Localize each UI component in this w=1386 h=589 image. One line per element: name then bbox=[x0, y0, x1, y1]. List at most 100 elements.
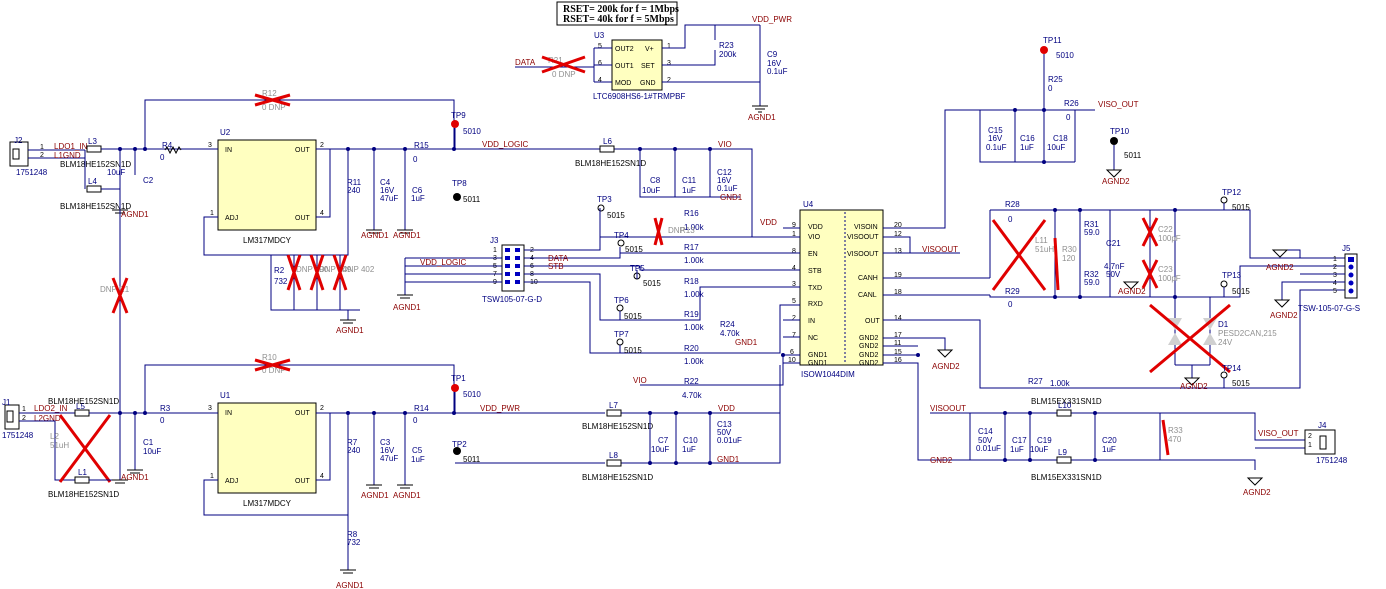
net-vio-r22: VIO bbox=[633, 376, 647, 385]
c21-val1: 4.7nF bbox=[1104, 262, 1125, 271]
c10-val: 1uF bbox=[682, 445, 696, 454]
c10-ref: C10 bbox=[683, 436, 698, 445]
net-vdd-pwr-bottom: VDD_PWR bbox=[480, 404, 520, 413]
u1-num-out: 2 bbox=[320, 405, 324, 412]
tp9-part: 5010 bbox=[463, 127, 481, 136]
tp8-ref: TP8 bbox=[452, 179, 467, 188]
j2-pin2: 2 bbox=[40, 152, 44, 159]
net-vdd-logic-j3: VDD_LOGIC bbox=[420, 258, 466, 267]
tp11-ref: TP11 bbox=[1043, 36, 1062, 45]
r7-val: 240 bbox=[347, 446, 361, 455]
j1-pin2: 2 bbox=[22, 415, 26, 422]
l2-ref: L2 bbox=[50, 432, 59, 441]
u3-num-5: 5 bbox=[598, 43, 602, 50]
r33-dnp-mark bbox=[1161, 419, 1170, 456]
tp7-ref: TP7 bbox=[614, 330, 629, 339]
r15-val: 0 bbox=[413, 155, 418, 164]
c19-ref: C19 bbox=[1037, 436, 1052, 445]
u2-pin-adj: ADJ bbox=[225, 215, 238, 222]
c12-ref: C12 bbox=[717, 168, 732, 177]
tp1-tp2-testpoints: TP1 5010 TP2 5011 bbox=[451, 374, 481, 464]
u4-isolator: U4 ISOW1044DIM VDD VIO EN STB TXD RXD IN… bbox=[781, 109, 1345, 461]
r33-val: 470 bbox=[1168, 435, 1182, 444]
u2-ref: U2 bbox=[220, 128, 231, 137]
r32-val: 59.0 bbox=[1084, 278, 1100, 287]
tp10-part: 5011 bbox=[1124, 151, 1142, 160]
c12-val2: 0.1uF bbox=[717, 184, 738, 193]
r14-val: 0 bbox=[413, 416, 418, 425]
tp9-testpoint: TP9 5010 bbox=[451, 111, 481, 149]
c18-ref: C18 bbox=[1053, 134, 1068, 143]
agnd2-j5b: AGND2 bbox=[1270, 311, 1298, 320]
tp12-ref: TP12 bbox=[1222, 188, 1242, 197]
l5-ref: L5 bbox=[76, 402, 85, 411]
u2-num-out: 2 bbox=[320, 142, 324, 149]
c1-ref: C1 bbox=[143, 438, 154, 447]
visoout-filter: VISOOUT GND2 L10 BLM15EX331SN1D L9 BLM15… bbox=[930, 397, 1348, 497]
c17-val: 1uF bbox=[1010, 445, 1024, 454]
l9-ref: L9 bbox=[1058, 448, 1067, 457]
r18-val: 1.00k bbox=[684, 290, 705, 299]
j1-connector: J1 1751248 1 2 LDO2_IN L2GND bbox=[2, 398, 75, 481]
tp6-part: 5015 bbox=[624, 312, 642, 321]
u4-num-10: 10 bbox=[788, 357, 796, 364]
net-l2gnd: L2GND bbox=[34, 414, 61, 423]
tp12-14-testpoints: TP12 5015 TP13 5015 TP14 5015 R27 1.00k bbox=[1028, 188, 1250, 388]
r30-val: 120 bbox=[1062, 254, 1076, 263]
u4-pin-gnd2b: GND2 bbox=[859, 343, 879, 350]
u4-num-6: 6 bbox=[790, 349, 794, 356]
u4-pin-rxd: RXD bbox=[808, 301, 823, 308]
tp8-part: 5011 bbox=[463, 195, 481, 204]
tp5-part: 5015 bbox=[643, 279, 661, 288]
u3-num-1: 1 bbox=[667, 43, 671, 50]
j5-pin2: 2 bbox=[1333, 264, 1337, 271]
c22-ref: C22 bbox=[1158, 225, 1173, 234]
r20-val: 1.00k bbox=[684, 357, 705, 366]
agnd1-c3: AGND1 bbox=[361, 491, 389, 500]
j5-ref: J5 bbox=[1342, 244, 1351, 253]
net-visoout-bottom: VISOOUT bbox=[930, 404, 966, 413]
tp6-ref: TP6 bbox=[614, 296, 629, 305]
u4-pin-canh: CANH bbox=[858, 275, 878, 282]
u2-output-caps: R11 240 C4 16V 47uF C6 1uF AGND1 AGND1 R… bbox=[346, 141, 456, 240]
c6-val: 1uF bbox=[411, 194, 425, 203]
c11-val: 1uF bbox=[682, 186, 696, 195]
c21-val2: 50V bbox=[1106, 270, 1121, 279]
u4-pin-gnd1b: GND1 bbox=[808, 360, 828, 367]
u4-num-15: 15 bbox=[894, 349, 902, 356]
u4-num-19: 19 bbox=[894, 272, 902, 279]
c2-ref: C2 bbox=[143, 176, 154, 185]
j5-connector: J5 TSW-105-07-G-S 1 2 3 4 5 AGND2 AGND2 bbox=[1266, 244, 1360, 320]
r28-val: 0 bbox=[1008, 215, 1013, 224]
c1-val: 10uF bbox=[143, 447, 161, 456]
c21-ref: C21 bbox=[1106, 239, 1121, 248]
u1-ldo: U1 LM317MDCY IN OUT ADJ OUT 3 2 1 4 R7 2… bbox=[203, 391, 456, 589]
u4-num-5: 5 bbox=[792, 298, 796, 305]
l5-part: BLM18HE152SN1D bbox=[48, 397, 119, 406]
c7-val: 10uF bbox=[651, 445, 669, 454]
u4-pin-vdd: VDD bbox=[808, 224, 823, 231]
r12-ref: R12 bbox=[262, 89, 277, 98]
j1-ref: J1 bbox=[2, 398, 11, 407]
c16-val: 1uF bbox=[1020, 143, 1034, 152]
c14-val1: 50V bbox=[978, 436, 993, 445]
u1-pin-in: IN bbox=[225, 410, 232, 417]
l6-ref: L6 bbox=[603, 137, 612, 146]
u3-ref: U3 bbox=[594, 31, 605, 40]
tp10-ref: TP10 bbox=[1110, 127, 1130, 136]
l1-ref: L1 bbox=[78, 468, 87, 477]
c22-val: 100pF bbox=[1158, 234, 1181, 243]
r3-val: 0 bbox=[160, 416, 165, 425]
u4-input-resistors: R16 1.00k R17 1.00k R18 1.00k R19 1.00k … bbox=[599, 208, 784, 400]
net-viso-out-top: VISO_OUT bbox=[1098, 100, 1139, 109]
u4-num-11: 11 bbox=[894, 340, 901, 347]
r13-ref: R13 bbox=[680, 226, 695, 235]
d1-part: PESD2CAN,215 bbox=[1218, 329, 1277, 338]
vdd-pwr-rail: VDD_PWR L7 BLM18HE152SN1D L8 BLM18HE152S… bbox=[455, 365, 781, 482]
r24-ref: R24 bbox=[720, 320, 735, 329]
agnd1-j3: AGND1 bbox=[393, 303, 421, 312]
r21-val: 0 DNP bbox=[552, 70, 576, 79]
r30-dnp-mark bbox=[1053, 237, 1060, 291]
c5-val: 1uF bbox=[411, 455, 425, 464]
l11-part: 51uH bbox=[1035, 245, 1054, 254]
